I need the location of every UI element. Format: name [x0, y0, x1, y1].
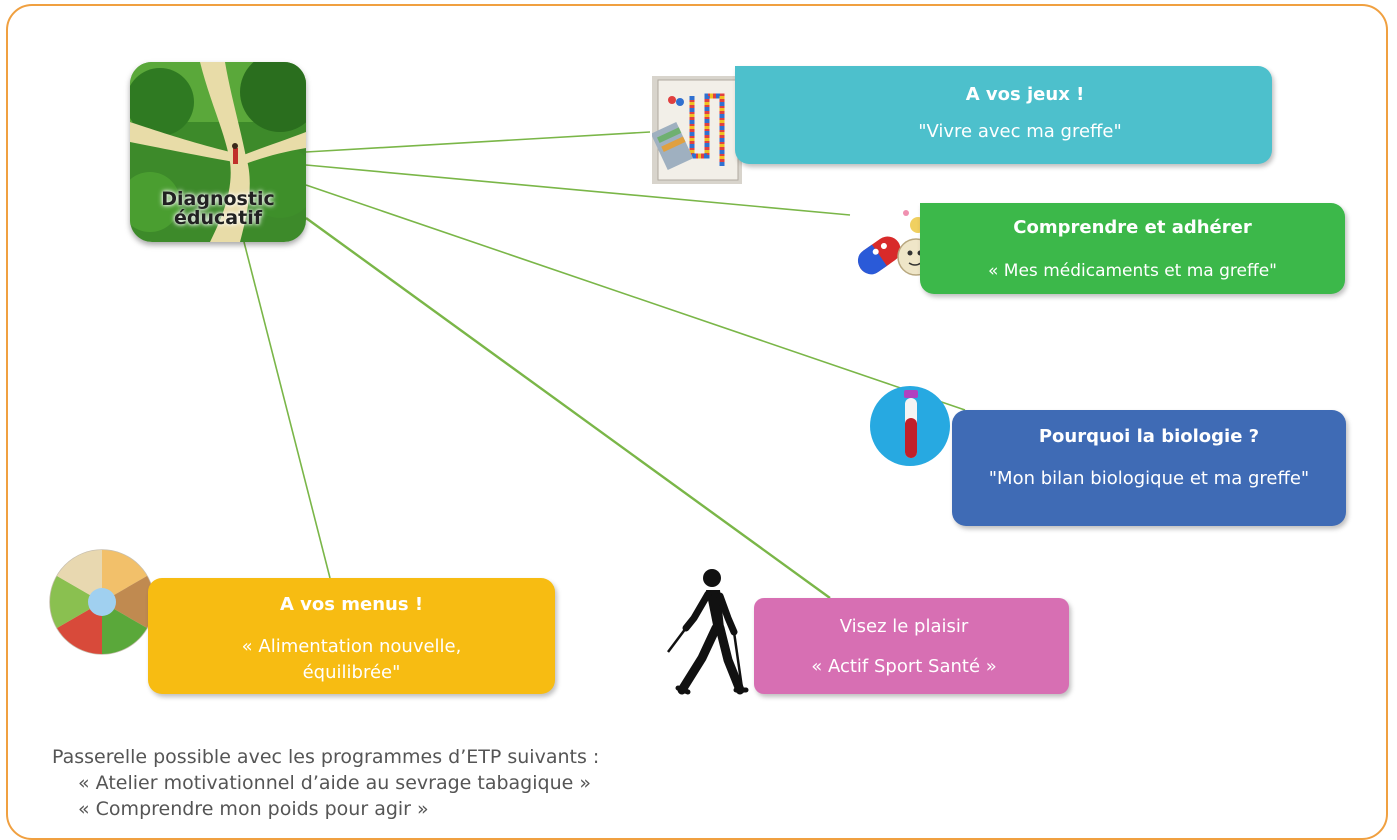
food-plate-icon — [49, 549, 155, 655]
footer-intro: Passerelle possible avec les programmes … — [52, 746, 600, 768]
box-a-vos-menus: A vos menus ! « Alimentation nouvelle, é… — [148, 578, 555, 694]
box-subtitle: « Alimentation nouvelle, équilibrée" — [241, 636, 462, 683]
box-subtitle: « Actif Sport Santé » — [811, 656, 997, 677]
nordic-walker-icon — [667, 569, 749, 695]
box-comprendre-et-adherer: Comprendre et adhérer « Mes médicaments … — [920, 203, 1345, 294]
box-title: Comprendre et adhérer — [1013, 217, 1252, 238]
box-a-vos-jeux: A vos jeux ! "Vivre avec ma greffe" — [735, 66, 1272, 164]
footer-item: « Comprendre mon poids pour agir » — [78, 798, 429, 820]
box-pourquoi-la-biologie: Pourquoi la biologie ? "Mon bilan biolog… — [952, 410, 1346, 526]
blood-tube-icon — [870, 386, 950, 466]
box-subtitle: "Mon bilan biologique et ma greffe" — [988, 468, 1310, 489]
connector-menus — [243, 241, 331, 579]
box-subtitle: « Mes médicaments et ma greffe" — [988, 261, 1277, 281]
connector-plaisir — [305, 217, 831, 599]
connector-jeux — [305, 131, 651, 153]
box-title: A vos jeux ! — [965, 84, 1085, 105]
hub-label: Diagnostic éducatif — [161, 188, 275, 229]
hub-diagnostic-educatif: Diagnostic éducatif — [130, 62, 306, 242]
connector-biologie — [305, 184, 966, 411]
box-title: Visez le plaisir — [839, 616, 969, 637]
footer-note: Passerelle possible avec les programmes … — [52, 744, 599, 822]
path-in-park-photo-icon — [130, 62, 306, 242]
box-title: A vos menus ! — [279, 594, 424, 615]
box-subtitle: "Vivre avec ma greffe" — [918, 121, 1122, 142]
footer-item: « Atelier motivationnel d’aide au sevrag… — [78, 772, 591, 794]
box-visez-le-plaisir: Visez le plaisir « Actif Sport Santé » — [754, 598, 1069, 694]
box-title: Pourquoi la biologie ? — [1038, 426, 1260, 447]
board-game-icon — [652, 76, 742, 184]
connector-comprendre — [305, 164, 851, 216]
